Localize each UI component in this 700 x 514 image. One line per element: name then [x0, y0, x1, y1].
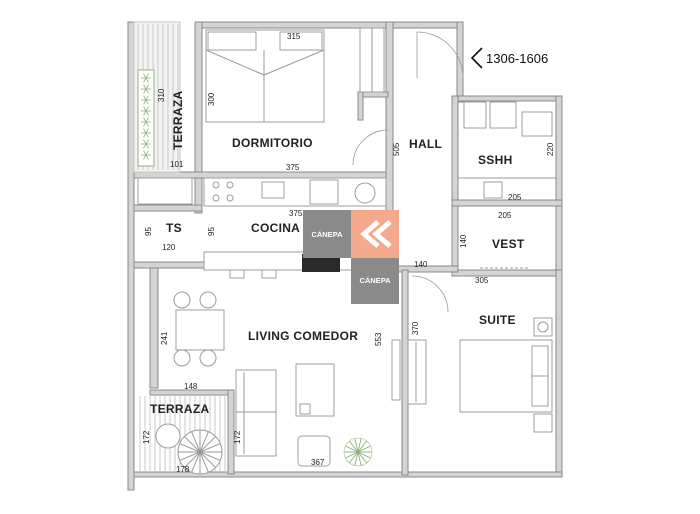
coffee-table — [295, 363, 335, 417]
dim-label: 172 — [142, 430, 151, 444]
logo-text-left: CÁNEPA — [311, 230, 343, 239]
suite-closet — [407, 339, 427, 405]
dormitorio-bed — [205, 29, 325, 123]
suite-bed — [459, 339, 553, 413]
dim-label: 178 — [176, 465, 190, 474]
room-label-living: LIVING COMEDOR — [248, 329, 358, 343]
dim-label: 553 — [374, 332, 383, 346]
dim-label: 95 — [144, 227, 153, 236]
dim-label: 140 — [414, 260, 428, 269]
hall-entry-door — [416, 31, 464, 79]
dim-label: 370 — [411, 321, 420, 335]
terraza-top-deck — [133, 21, 181, 173]
dim-label: 375 — [289, 209, 303, 218]
sshh-fixtures — [458, 101, 556, 199]
dim-label: 241 — [160, 331, 169, 345]
dining-table — [173, 291, 225, 367]
ts-laundry — [137, 177, 193, 205]
room-label-hall: HALL — [409, 137, 442, 151]
room-label-terraza-bottom: TERRAZA — [150, 402, 209, 416]
kitchen-counter — [203, 177, 387, 207]
room-label-suite: SUITE — [479, 313, 516, 327]
dim-label: 375 — [286, 163, 300, 172]
dim-label: 95 — [207, 227, 216, 236]
dim-label: 140 — [459, 234, 468, 248]
room-label-cocina: COCINA — [251, 221, 300, 235]
room-label-sshh: SSHH — [478, 153, 513, 167]
dim-label: 101 — [170, 160, 184, 169]
chevron-left-icon — [470, 47, 483, 69]
terraza-table — [155, 423, 223, 475]
unit-label: 1306-1606 — [470, 47, 548, 69]
unit-number: 1306-1606 — [486, 51, 548, 66]
tv-unit — [391, 339, 401, 401]
dim-label: 315 — [287, 32, 301, 41]
logo-text-bottom: CÁNEPA — [359, 276, 391, 285]
room-label-ts: TS — [166, 221, 182, 235]
dim-label: 205 — [508, 193, 522, 202]
suite-door — [411, 275, 449, 313]
armchair — [297, 435, 331, 467]
room-label-terraza-top: TERRAZA — [171, 91, 185, 150]
dim-label: 205 — [498, 211, 512, 220]
dim-label: 148 — [184, 382, 198, 391]
dim-label: 310 — [157, 88, 166, 102]
living-plant — [343, 437, 373, 467]
dormitorio-door — [352, 129, 389, 166]
suite-nightstands — [533, 317, 553, 433]
dim-label: 367 — [311, 458, 325, 467]
room-label-dormitorio: DORMITORIO — [232, 136, 313, 150]
dim-label: 300 — [207, 92, 216, 106]
dim-label: 172 — [233, 430, 242, 444]
room-label-vest: VEST — [492, 237, 525, 251]
sofa — [235, 369, 277, 457]
dim-label: 220 — [546, 142, 555, 156]
dormitorio-closet — [359, 27, 385, 93]
dim-label: 505 — [392, 142, 401, 156]
dim-label: 305 — [475, 276, 489, 285]
dim-label: 120 — [162, 243, 176, 252]
canepa-logo: CÁNEPA CÁNEPA — [303, 210, 399, 304]
